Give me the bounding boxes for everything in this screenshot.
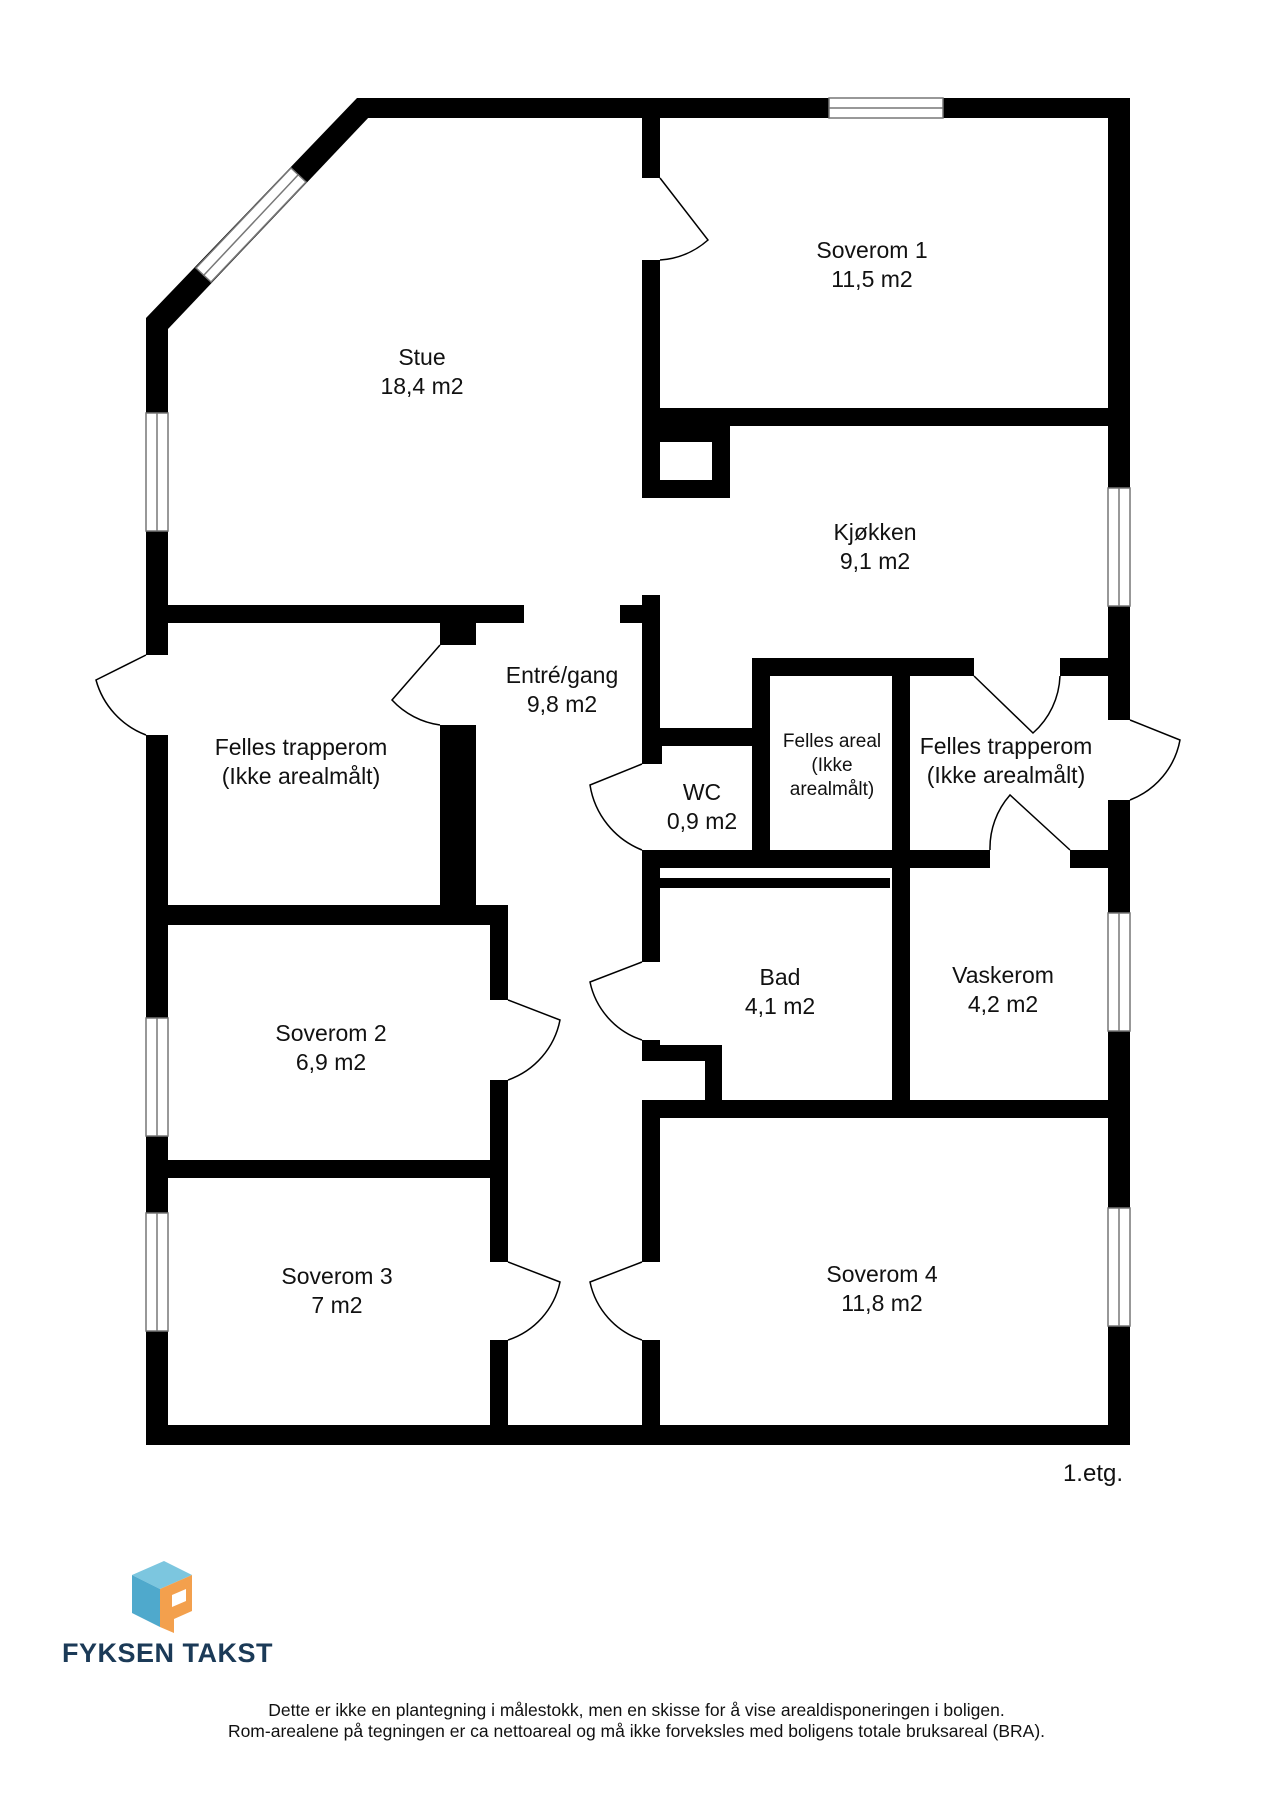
door-soverom1 xyxy=(659,177,710,261)
room-name-bad: Bad xyxy=(760,964,801,990)
room-name-felles-areal: Felles areal xyxy=(783,731,881,752)
room-name-vaskerom: Vaskerom xyxy=(952,962,1054,988)
room-area-entre: 9,8 m2 xyxy=(527,691,597,717)
walls xyxy=(146,98,1130,1445)
door-felles-trapperom-right-top xyxy=(973,675,1061,735)
door-vaskerom xyxy=(989,793,1071,851)
room-area-kjokken: 9,1 m2 xyxy=(840,548,910,574)
room-name-entre: Entré/gang xyxy=(506,662,619,688)
door-felles-trapperom-right-exterior xyxy=(1129,719,1181,801)
fyksen-takst-logo-icon xyxy=(132,1561,192,1633)
room-area-soverom2: 6,9 m2 xyxy=(296,1049,366,1075)
room-area-soverom4: 11,8 m2 xyxy=(841,1290,922,1316)
disclaimer-line2: Rom-arealene på tegningen er ca nettoare… xyxy=(227,1721,1046,1741)
room-area-bad: 4,1 m2 xyxy=(745,993,815,1019)
door-wc xyxy=(589,763,643,851)
room-name-soverom3: Soverom 3 xyxy=(281,1263,392,1289)
room-area-stue: 18,4 m2 xyxy=(380,373,463,399)
room-name-soverom4: Soverom 4 xyxy=(826,1261,937,1287)
room-name-stue: Stue xyxy=(398,344,445,370)
room-note-felles-trapperom-left: (Ikke arealmålt) xyxy=(222,763,380,789)
room-area-soverom1: 11,5 m2 xyxy=(831,266,912,292)
floor-label: 1.etg. xyxy=(1062,1460,1123,1487)
room-note2-felles-areal: arealmålt) xyxy=(790,779,874,800)
room-note1-felles-areal: (Ikke xyxy=(811,755,852,776)
room-name-felles-trapperom-right: Felles trapperom xyxy=(920,733,1093,759)
door-soverom2 xyxy=(507,999,561,1081)
room-name-soverom2: Soverom 2 xyxy=(275,1020,386,1046)
room-name-kjokken: Kjøkken xyxy=(833,519,916,545)
room-name-wc: WC xyxy=(683,779,721,805)
company-name: FYKSEN TAKST xyxy=(62,1638,274,1668)
windows xyxy=(145,97,1131,1332)
room-area-vaskerom: 4,2 m2 xyxy=(968,991,1038,1017)
doors xyxy=(95,177,1181,1341)
door-bad xyxy=(589,961,643,1041)
door-felles-trapperom-entre xyxy=(390,644,441,726)
door-soverom3 xyxy=(507,1261,561,1341)
room-note-felles-trapperom-right: (Ikke arealmålt) xyxy=(927,762,1085,788)
room-labels: Stue 18,4 m2 Soverom 1 11,5 m2 Kjøkken 9… xyxy=(215,237,1093,1318)
room-name-felles-trapperom-left: Felles trapperom xyxy=(215,734,388,760)
room-name-soverom1: Soverom 1 xyxy=(816,237,927,263)
door-soverom4 xyxy=(589,1261,643,1341)
disclaimer-line1: Dette er ikke en plantegning i målestokk… xyxy=(268,1700,1005,1720)
door-felles-trapperom-left-exterior xyxy=(95,654,147,736)
room-area-wc: 0,9 m2 xyxy=(667,808,737,834)
room-area-soverom3: 7 m2 xyxy=(311,1292,362,1318)
